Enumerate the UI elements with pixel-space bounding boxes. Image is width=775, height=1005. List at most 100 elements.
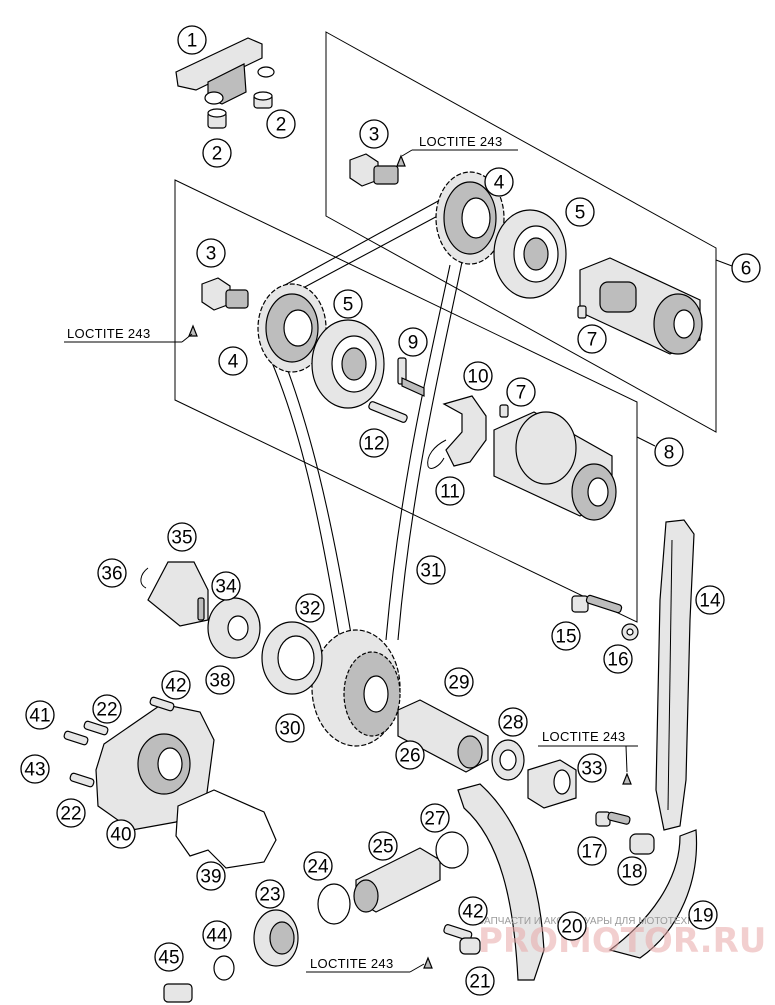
part-o-ring-24 — [317, 883, 351, 925]
callout-11: 11 — [435, 476, 465, 506]
callout-number: 3 — [206, 244, 217, 265]
part-spring-11 — [427, 439, 447, 469]
callout-circle — [617, 856, 647, 886]
callout-number: 32 — [299, 599, 320, 620]
note-text: LOCTITE 243 — [67, 326, 151, 341]
callout-number: 42 — [462, 902, 483, 923]
callout-45: 45 — [154, 942, 184, 972]
part-chain-guide — [655, 519, 695, 831]
part-washer-16 — [621, 623, 639, 641]
part-bolt-15 — [571, 594, 623, 614]
callout-circle — [106, 819, 136, 849]
callout-7: 7 — [506, 377, 536, 407]
part-bearing-5-upper — [493, 209, 567, 299]
callout-27: 27 — [420, 803, 450, 833]
callout-number: 31 — [420, 561, 441, 582]
callout-8: 8 — [654, 437, 684, 467]
callout-circle — [484, 167, 514, 197]
part-pump-bolts — [63, 696, 175, 788]
callout-2: 2 — [266, 109, 296, 139]
callout-circle — [416, 555, 446, 585]
callout-circle — [97, 558, 127, 588]
note-text: LOCTITE 243 — [419, 134, 503, 149]
callout-number: 2 — [212, 144, 223, 165]
callout-number: 26 — [399, 746, 420, 767]
callout-number: 42 — [165, 676, 186, 697]
callout-23: 23 — [255, 879, 285, 909]
callout-circle — [154, 942, 184, 972]
callout-22: 22 — [92, 694, 122, 724]
callout-number: 36 — [101, 564, 122, 585]
callout-circle — [695, 585, 725, 615]
callout-24: 24 — [303, 851, 333, 881]
callout-circle — [56, 798, 86, 828]
callout-circle — [603, 644, 633, 674]
callout-circle — [435, 476, 465, 506]
callout-number: 43 — [24, 760, 45, 781]
callout-34: 34 — [211, 571, 241, 601]
callout-number: 30 — [279, 719, 300, 740]
part-washer-44 — [213, 955, 235, 981]
callout-circle — [395, 740, 425, 770]
callout-number: 35 — [171, 528, 192, 549]
callout-3: 3 — [359, 119, 389, 149]
callout-number: 28 — [502, 713, 523, 734]
part-spacer — [207, 597, 261, 659]
callout-33: 33 — [577, 753, 607, 783]
callout-3: 3 — [196, 238, 226, 268]
callout-number: 10 — [467, 367, 488, 388]
callout-number: 5 — [343, 295, 354, 316]
callout-number: 15 — [555, 627, 576, 648]
part-bearing-5-lower — [311, 319, 385, 409]
callout-number: 2 — [276, 115, 287, 136]
part-decompressor-weight — [442, 395, 487, 467]
callout-number: 7 — [587, 330, 598, 351]
callout-number: 11 — [440, 482, 460, 503]
part-pins-7 — [499, 305, 587, 418]
callout-circle — [20, 754, 50, 784]
callout-1: 1 — [177, 25, 207, 55]
callout-circle — [577, 753, 607, 783]
callout-number: 19 — [692, 906, 713, 927]
part-bearing-32 — [261, 621, 323, 695]
note-loctite-upper: LOCTITE 243 — [401, 134, 518, 157]
part-plate-35 — [147, 561, 209, 627]
note-text: LOCTITE 243 — [310, 956, 394, 971]
callout-2: 2 — [202, 138, 232, 168]
callout-21: 21 — [465, 966, 495, 996]
callout-circle — [688, 900, 718, 930]
callout-5: 5 — [565, 197, 595, 227]
part-needle-bearing — [527, 759, 577, 809]
callout-number: 3 — [369, 125, 380, 146]
callout-circle — [565, 197, 595, 227]
callout-number: 18 — [621, 862, 642, 883]
callout-circle — [444, 667, 474, 697]
callout-number: 24 — [307, 857, 329, 878]
callout-circle — [196, 238, 226, 268]
callout-circle — [333, 289, 363, 319]
callout-circle — [498, 707, 528, 737]
watermark-tagline: ЗАПЧАСТИ И АКСЕССУАРЫ ДЛЯ МОТОТЕХНИКИ — [478, 916, 715, 927]
callout-7: 7 — [577, 324, 607, 354]
callout-42: 42 — [458, 896, 488, 926]
callout-number: 33 — [581, 759, 602, 780]
callout-number: 4 — [228, 352, 239, 373]
callout-16: 16 — [603, 644, 633, 674]
callout-circle — [303, 851, 333, 881]
part-o-ring-26 — [435, 831, 469, 869]
callout-number: 22 — [96, 700, 117, 721]
part-bushing-18 — [629, 833, 655, 855]
callout-18: 18 — [617, 856, 647, 886]
part-dowels-2 — [207, 91, 273, 129]
callout-10: 10 — [463, 361, 493, 391]
callout-circle — [92, 694, 122, 724]
callout-circle — [218, 346, 248, 376]
callout-number: 34 — [215, 577, 237, 598]
part-bolt-42-lower — [443, 924, 473, 941]
callout-circle — [25, 700, 55, 730]
callout-circle — [167, 522, 197, 552]
callout-41: 41 — [25, 700, 55, 730]
callout-26: 26 — [395, 740, 425, 770]
callout-31: 31 — [416, 555, 446, 585]
